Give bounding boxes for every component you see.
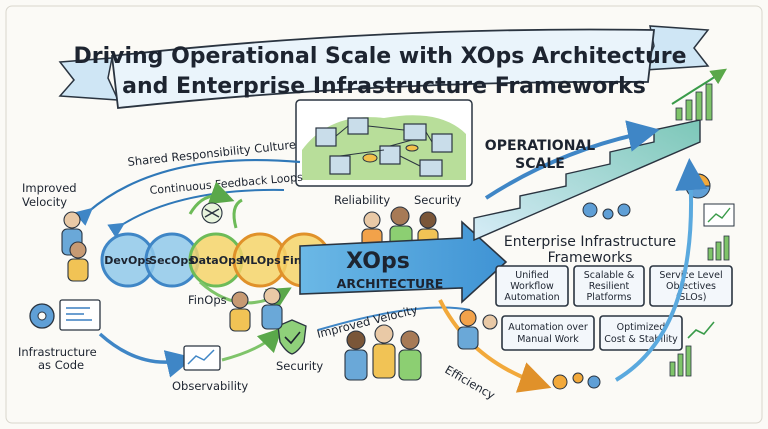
platform-illustration [295, 99, 473, 187]
improved-velocity-label-1: Improved [22, 181, 77, 195]
iac-to-observability-arrow [98, 332, 195, 378]
scale-up-arrow [484, 120, 660, 200]
observability-label: Observability [172, 379, 248, 393]
cycle-arrows [188, 181, 243, 229]
bottom-gears-icon [552, 372, 601, 390]
framework-box-text: Platforms [586, 292, 631, 303]
security-label-left: Security [276, 359, 323, 373]
bar-chart-icon-right [707, 235, 730, 261]
page-border [5, 5, 763, 424]
team-people-middle [229, 287, 283, 332]
efficiency-label: Efficiency [443, 362, 498, 402]
line-chart-icon [703, 203, 735, 227]
framework-box-text: Resilient [589, 281, 630, 292]
operational-scale-line-1: OPERATIONAL [485, 138, 595, 154]
observability-to-security-arrow [221, 327, 283, 362]
framework-box-text: Manual Work [517, 334, 579, 345]
framework-box-text: Objectives [666, 281, 716, 292]
gear-icon [29, 303, 55, 329]
title-line-2: and Enterprise Infrastructure Frameworks [122, 74, 646, 99]
shared-responsibility-label: Shared Responsibility Culture [127, 137, 297, 169]
title-line-1: Driving Operational Scale with XOps Arch… [73, 44, 686, 69]
ops-ring-label-dataops: DataOps [189, 254, 242, 267]
team-people-bottom [344, 324, 422, 381]
framework-box-text: Cost & Stability [604, 334, 678, 345]
iac-label-1: Infrastructure [18, 345, 97, 359]
shield-icon [277, 319, 307, 355]
framework-box-automation: Automation over Manual Work [501, 315, 595, 351]
finops-below-label: FinOps [188, 293, 227, 307]
framework-box-unified-workflow: Unified Workflow Automation [495, 265, 569, 307]
framework-box-text: Workflow [510, 281, 554, 292]
team-people-right [457, 309, 498, 350]
framework-box-text: (SLOs) [676, 292, 707, 303]
mini-chart-icon-mid [687, 321, 715, 339]
improved-velocity-flow [317, 306, 471, 331]
framework-box-scalable-platforms: Scalable & Resilient Platforms [573, 265, 645, 307]
observability-dashboard-icon [183, 345, 221, 371]
framework-box-optimized-cost: Optimized Cost & Stability [599, 315, 683, 351]
team-people-left [61, 211, 89, 282]
ops-ring-label-mlops: MLOps [239, 254, 281, 267]
framework-box-text: Automation over [508, 322, 588, 333]
framework-box-text: Unified [515, 270, 548, 281]
title-banner: Driving Operational Scale with XOps Arch… [58, 25, 710, 109]
operational-scale-line-2: SCALE [515, 156, 565, 172]
code-laptop-icon [59, 299, 101, 331]
xops-subtitle: ARCHITECTURE [337, 276, 444, 291]
right-sweep-arrow [614, 158, 708, 382]
ops-ring-label-secops: SecOps [149, 254, 195, 267]
growth-chart-icon-top [671, 68, 727, 121]
framework-gears-icon [582, 202, 631, 220]
bar-chart-icon-bottom [669, 345, 692, 377]
xops-title: XOps [346, 249, 410, 274]
framework-box-slos: Service Level Objectives (SLOs) [649, 265, 733, 307]
framework-box-text: Optimized [617, 322, 666, 333]
efficiency-arrow [438, 299, 552, 393]
framework-box-text: Service Level [659, 270, 722, 281]
framework-box-text: Scalable & [584, 270, 635, 281]
improved-velocity-label-2: Velocity [22, 195, 67, 209]
xops-architecture-arrow: XOps ARCHITECTURE [299, 220, 508, 304]
enterprise-title-line-1: Enterprise Infrastructure [504, 234, 676, 250]
shuffle-icon [201, 202, 223, 224]
framework-box-text: Automation [504, 292, 559, 303]
culture-arcs: Shared Responsibility Culture Continuous… [73, 137, 304, 239]
iac-label-2: as Code [38, 358, 84, 372]
reliability-label: Reliability [334, 193, 390, 207]
ops-ring-label-devops: DevOps [104, 254, 152, 267]
security-label-top: Security [414, 193, 461, 207]
enterprise-title-line-2: Frameworks [548, 250, 633, 266]
